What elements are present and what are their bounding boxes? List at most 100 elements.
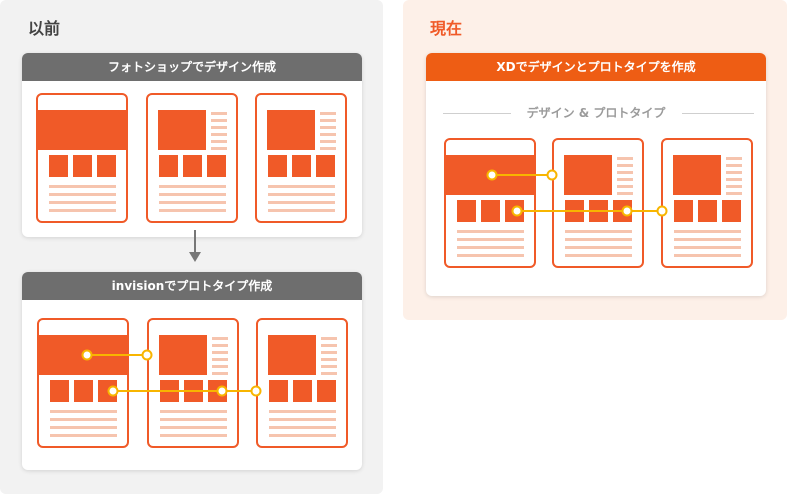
side-text-line: [617, 178, 633, 181]
side-text-line: [320, 133, 336, 136]
side-text-line: [211, 119, 227, 122]
page-mockup: [36, 93, 128, 223]
thumbnail-block: [159, 155, 178, 177]
text-line: [160, 418, 227, 421]
side-text-line: [320, 126, 336, 129]
side-text-line: [211, 126, 227, 129]
thumbnail-block: [293, 380, 312, 402]
text-line: [269, 410, 336, 413]
side-text-line: [726, 178, 742, 181]
thumbnail-block: [207, 155, 226, 177]
text-line: [457, 238, 524, 241]
image-block: [158, 110, 206, 150]
side-text-line: [320, 140, 336, 143]
image-block: [673, 155, 721, 195]
text-line: [674, 238, 741, 241]
side-text-line: [617, 185, 633, 188]
text-line: [565, 254, 632, 257]
thumbnail-block: [98, 380, 117, 402]
text-line: [457, 230, 524, 233]
side-text-line: [726, 185, 742, 188]
side-text-line: [321, 372, 337, 375]
thumbnail-block: [317, 380, 336, 402]
side-text-line: [617, 192, 633, 195]
side-text-line: [212, 337, 228, 340]
text-line: [565, 246, 632, 249]
text-line: [159, 185, 226, 188]
thumbnail-block: [49, 155, 68, 177]
photoshop-design-card: フォトショップでデザイン作成: [22, 53, 362, 237]
text-line: [457, 254, 524, 257]
invision-card-header: invisionでプロトタイプ作成: [22, 272, 362, 300]
text-line: [674, 254, 741, 257]
image-block: [159, 335, 207, 375]
side-text-line: [320, 112, 336, 115]
side-text-line: [321, 337, 337, 340]
side-text-line: [617, 164, 633, 167]
text-line: [565, 238, 632, 241]
text-line: [160, 410, 227, 413]
page-mockup: [661, 138, 753, 268]
arrow-down-icon: [189, 230, 201, 262]
side-text-line: [320, 147, 336, 150]
side-text-line: [212, 372, 228, 375]
text-line: [49, 201, 116, 204]
side-text-line: [211, 147, 227, 150]
side-text-line: [212, 344, 228, 347]
thumbnail-block: [50, 380, 69, 402]
image-block: [564, 155, 612, 195]
image-block: [267, 110, 315, 150]
thumbnail-block: [292, 155, 311, 177]
thumbnail-block: [722, 200, 741, 222]
text-line: [457, 246, 524, 249]
text-line: [269, 434, 336, 437]
photoshop-card-header: フォトショップでデザイン作成: [22, 53, 362, 81]
side-text-line: [321, 344, 337, 347]
text-line: [674, 246, 741, 249]
page-mockup: [146, 93, 238, 223]
thumbnail-block: [457, 200, 476, 222]
side-text-line: [726, 164, 742, 167]
side-text-line: [211, 133, 227, 136]
before-title: 以前: [28, 19, 61, 38]
thumbnail-block: [589, 200, 608, 222]
thumbnail-block: [565, 200, 584, 222]
text-line: [159, 193, 226, 196]
header-banner-block: [39, 335, 127, 375]
thumbnail-block: [268, 155, 287, 177]
thumbnail-block: [269, 380, 288, 402]
thumbnail-block: [481, 200, 500, 222]
text-line: [49, 185, 116, 188]
text-line: [565, 230, 632, 233]
text-line: [269, 418, 336, 421]
thumbnail-block: [613, 200, 632, 222]
side-text-line: [726, 171, 742, 174]
thumbnail-block: [674, 200, 693, 222]
side-text-line: [726, 192, 742, 195]
side-text-line: [212, 365, 228, 368]
side-text-line: [320, 119, 336, 122]
page-mockup: [147, 318, 239, 448]
text-line: [160, 434, 227, 437]
side-text-line: [321, 365, 337, 368]
page-mockup: [37, 318, 129, 448]
header-banner-block: [38, 110, 126, 150]
thumbnail-block: [505, 200, 524, 222]
image-block: [268, 335, 316, 375]
text-line: [269, 426, 336, 429]
invision-prototype-card: invisionでプロトタイプ作成: [22, 272, 362, 470]
page-mockup: [255, 93, 347, 223]
text-line: [268, 209, 335, 212]
before-panel: 以前 フォトショップでデザイン作成 invisionでプロトタイプ作成: [0, 0, 383, 494]
xd-subtitle-row: デザイン & プロトタイプ: [426, 105, 766, 121]
side-text-line: [321, 358, 337, 361]
subtitle-divider-right: [682, 113, 754, 114]
side-text-line: [211, 140, 227, 143]
thumbnail-block: [184, 380, 203, 402]
text-line: [50, 434, 117, 437]
side-text-line: [212, 358, 228, 361]
text-line: [159, 201, 226, 204]
text-line: [50, 426, 117, 429]
page-mockup: [256, 318, 348, 448]
side-text-line: [617, 171, 633, 174]
